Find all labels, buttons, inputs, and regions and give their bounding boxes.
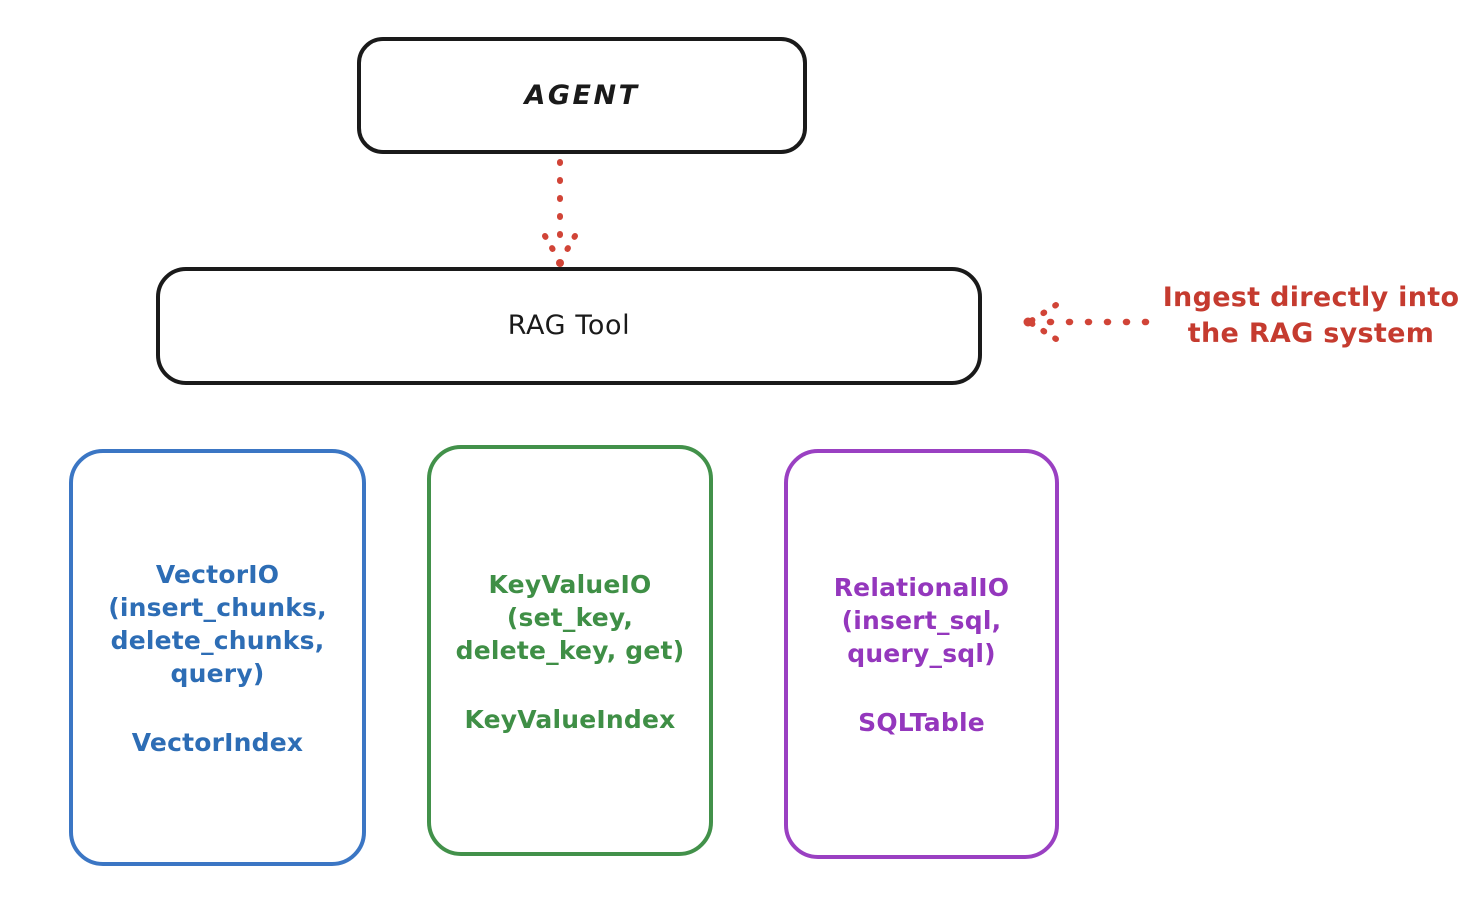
node-key-value-io[interactable]: KeyValueIO (set_key, delete_key, get) Ke…	[427, 445, 713, 856]
node-key-value-io-label: KeyValueIO (set_key, delete_key, get)	[455, 569, 685, 665]
node-agent-label: AGENT	[524, 79, 640, 111]
node-key-value-io-sublabel: KeyValueIndex	[464, 704, 676, 734]
node-vector-io[interactable]: VectorIO (insert_chunks, delete_chunks, …	[69, 449, 366, 866]
node-vector-io-label: VectorIO (insert_chunks, delete_chunks, …	[108, 560, 327, 688]
node-relational-io[interactable]: RelationalIO (insert_sql, query_sql) SQL…	[784, 449, 1059, 859]
arrow-ingest-to-rag-tool	[1023, 302, 1150, 342]
node-relational-io-sublabel: SQLTable	[858, 708, 985, 737]
node-vector-io-sublabel: VectorIndex	[131, 728, 304, 757]
arrow-agent-to-rag-tool	[542, 159, 578, 267]
node-relational-io-label: RelationalIO (insert_sql, query_sql)	[833, 573, 1010, 668]
node-rag-tool-label: RAG Tool	[507, 310, 631, 342]
annotation-ingest: Ingest directly into the RAG system	[1162, 282, 1460, 350]
node-rag-tool[interactable]: RAG Tool	[156, 267, 982, 385]
node-agent[interactable]: AGENT	[357, 37, 807, 154]
